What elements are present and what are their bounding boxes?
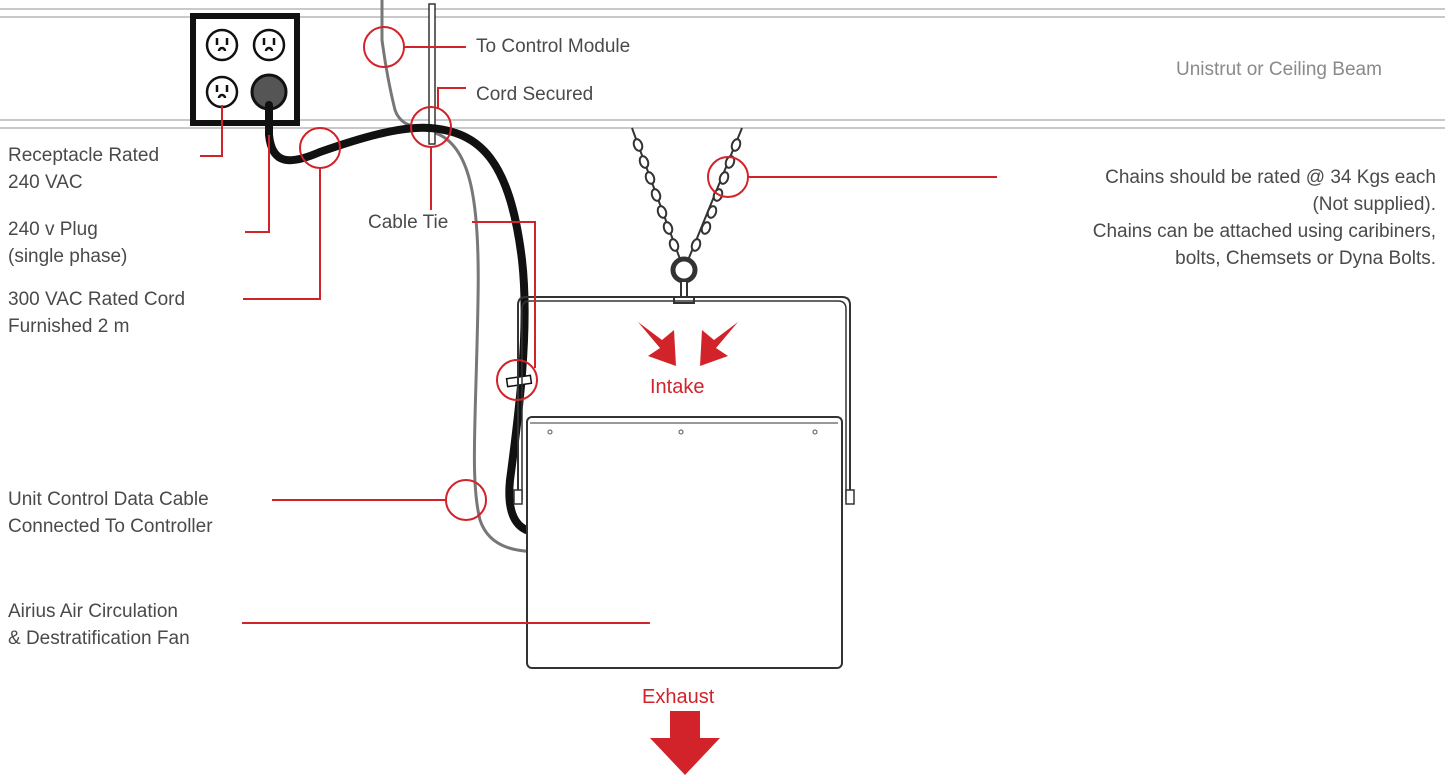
label-cable-tie: Cable Tie: [368, 212, 449, 233]
fan-body: [526, 416, 843, 669]
receptacle-box: [190, 13, 300, 126]
label-chains: Chains should be rated @ 34 Kgs each (No…: [1092, 167, 1436, 269]
label-fan: Airius Air Circulation & Destratificatio…: [8, 601, 190, 649]
control-module-cable: [380, 0, 546, 554]
intake-arrow-icon: [638, 322, 738, 366]
label-intake: Intake: [650, 376, 705, 398]
outlet-icon: [205, 28, 239, 62]
power-cord: [265, 101, 549, 537]
label-cord-secured: Cord Secured: [476, 84, 594, 105]
label-ceiling-beam: Unistrut or Ceiling Beam: [1176, 59, 1382, 80]
label-plug: 240 v Plug (single phase): [8, 219, 128, 267]
label-exhaust: Exhaust: [642, 686, 715, 708]
label-receptacle: Receptacle Rated 240 VAC: [8, 145, 160, 193]
callout-lines: [200, 26, 997, 624]
label-to-control-module: To Control Module: [476, 36, 631, 57]
screw-dots: [547, 429, 818, 435]
chain-links: [632, 138, 742, 252]
outlet-icon: [252, 28, 286, 62]
label-cord: 300 VAC Rated Cord Furnished 2 m: [8, 289, 186, 337]
fan-bracket: [517, 296, 851, 500]
threaded-rod: [428, 3, 436, 145]
exhaust-arrow-icon: [650, 711, 720, 775]
eye-bolt: [670, 256, 698, 304]
label-data-cable: Unit Control Data Cable Connected To Con…: [8, 489, 213, 537]
chain: [631, 127, 743, 271]
